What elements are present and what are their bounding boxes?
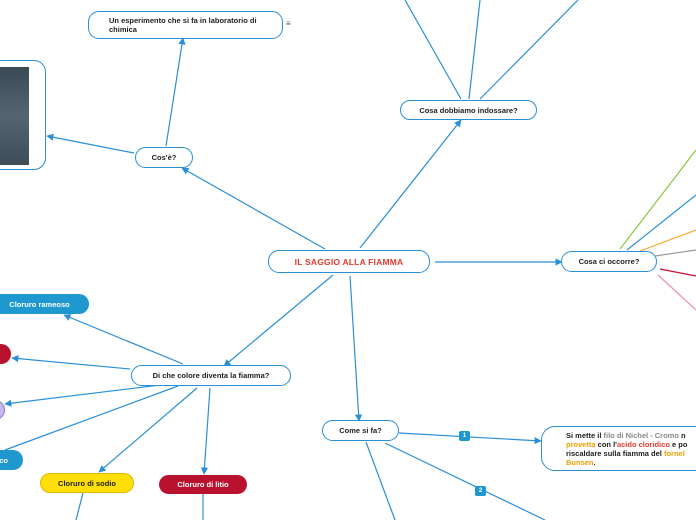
link-come-step1 bbox=[398, 432, 542, 445]
link-colore-blue2 bbox=[4, 385, 179, 451]
link-come-step2 bbox=[384, 442, 546, 520]
node-step-1[interactable]: Si mette il filo di Nichel - Cromo n pro… bbox=[541, 426, 696, 471]
branch-green bbox=[619, 149, 696, 250]
branch-blue bbox=[626, 194, 696, 251]
link-indossare-up-2 bbox=[468, 0, 481, 100]
branch-pink bbox=[657, 274, 696, 311]
node-cose[interactable]: Cos'è? bbox=[135, 147, 193, 168]
node-sodio[interactable]: Cloruro di sodio bbox=[40, 473, 134, 493]
node-come[interactable]: Come si fa? bbox=[322, 420, 399, 441]
node-partial-blue[interactable]: co bbox=[0, 450, 23, 470]
link-root-come bbox=[349, 275, 363, 422]
step-1-badge: 1 bbox=[459, 431, 470, 441]
branch-grey bbox=[654, 249, 696, 257]
branch-orange bbox=[639, 229, 696, 252]
branch-crimson bbox=[659, 268, 696, 277]
link-colore-litio bbox=[200, 387, 211, 475]
node-colore[interactable]: Di che colore diventa la fiamma? bbox=[131, 365, 291, 386]
lab-photo bbox=[0, 67, 29, 165]
link-indossare-up-1 bbox=[404, 0, 462, 100]
node-rameoso[interactable]: Cloruro rameoso bbox=[0, 294, 89, 314]
link-cose-esperimento bbox=[165, 37, 186, 147]
node-indossare[interactable]: Cosa dobbiamo indossare? bbox=[400, 100, 537, 120]
link-root-colore bbox=[223, 274, 334, 367]
step-1-text: Si mette il filo di Nichel - Cromo n pro… bbox=[566, 430, 688, 467]
link-sodio-down bbox=[75, 492, 84, 520]
image-node[interactable] bbox=[0, 60, 46, 170]
node-esperimento[interactable]: Un esperimento che si fa in laboratorio … bbox=[88, 11, 283, 39]
node-litio[interactable]: Cloruro di litio bbox=[159, 475, 247, 494]
root-label: IL SAGGIO ALLA FIAMMA bbox=[294, 256, 404, 267]
link-come-down bbox=[365, 441, 396, 520]
step-2-badge: 2 bbox=[475, 486, 486, 496]
link-colore-sodio bbox=[98, 387, 198, 473]
node-occorre[interactable]: Cosa ci occorre? bbox=[561, 251, 657, 272]
link-root-indossare bbox=[359, 119, 462, 249]
node-partial-red[interactable] bbox=[0, 344, 11, 364]
link-colore-rameoso bbox=[63, 314, 184, 365]
link-indossare-up-3 bbox=[479, 0, 579, 100]
link-colore-red bbox=[11, 355, 131, 370]
link-colore-lav bbox=[4, 384, 161, 407]
root-node[interactable]: IL SAGGIO ALLA FIAMMA bbox=[268, 250, 430, 273]
note-icon[interactable]: ≡ bbox=[286, 19, 291, 28]
link-root-cose bbox=[181, 167, 326, 250]
link-cose-photo bbox=[46, 133, 135, 154]
